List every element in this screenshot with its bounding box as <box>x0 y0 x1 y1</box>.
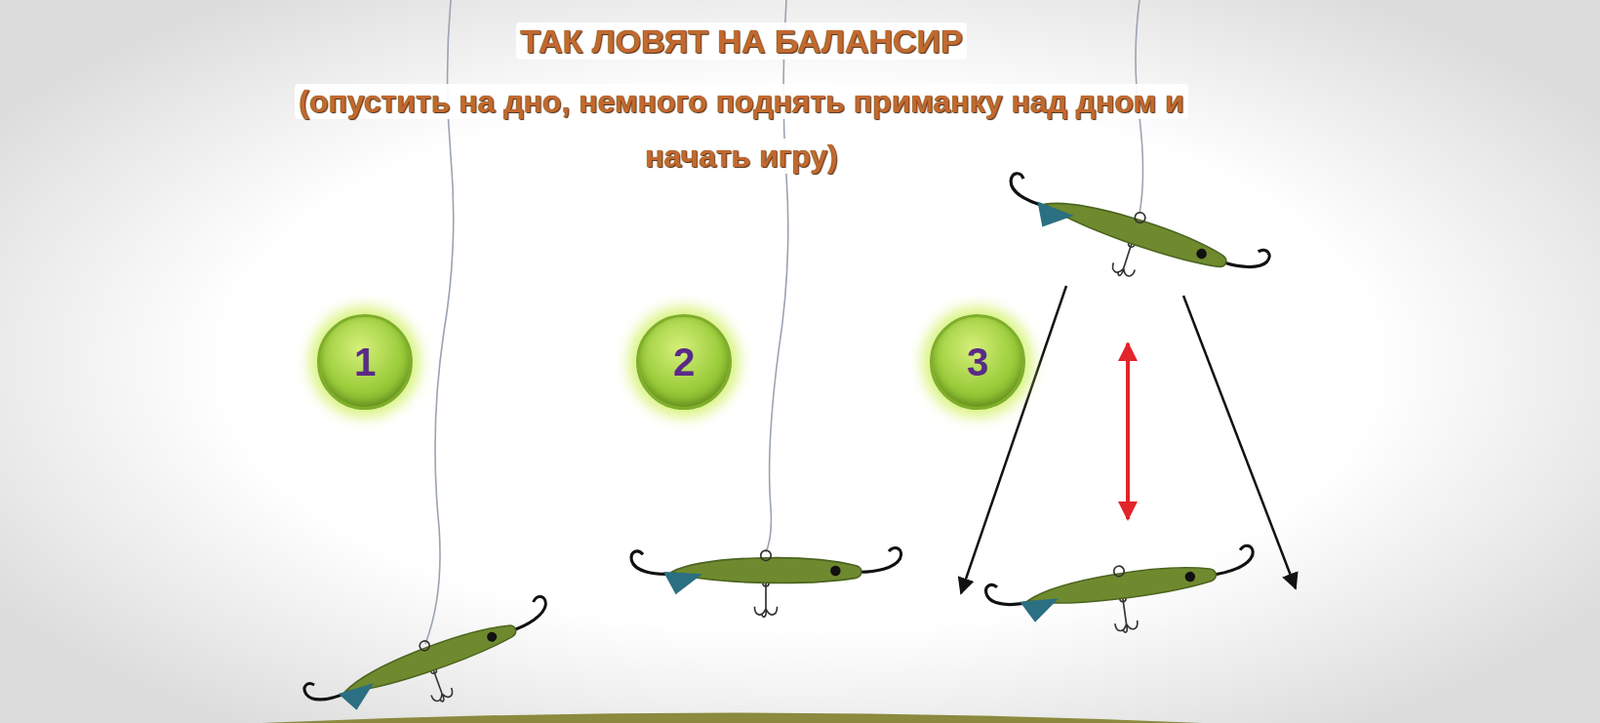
step-number: 3 <box>966 340 989 385</box>
fishing-line <box>765 0 789 553</box>
step-circle: 2 <box>636 314 732 410</box>
balancer-lure <box>984 545 1262 651</box>
balancer-lure <box>301 595 565 723</box>
jig-arrow <box>1125 343 1130 520</box>
note-block: (опустить на дно, немного поднять приман… <box>273 74 1210 184</box>
balancer-lure <box>631 548 901 618</box>
motion-arrow <box>1183 295 1296 589</box>
balancer-lure <box>993 168 1272 319</box>
note: (опустить на дно, немного поднять приман… <box>294 83 1188 174</box>
title-block: ТАК ЛОВЯТ НА БАЛАНСИР <box>331 19 1152 63</box>
ground <box>261 713 1202 723</box>
step-circle: 1 <box>317 314 413 410</box>
title: ТАК ЛОВЯТ НА БАЛАНСИР <box>516 22 966 60</box>
step-number: 1 <box>354 340 376 385</box>
step-circle: 3 <box>929 314 1026 410</box>
step-number: 2 <box>673 340 695 385</box>
